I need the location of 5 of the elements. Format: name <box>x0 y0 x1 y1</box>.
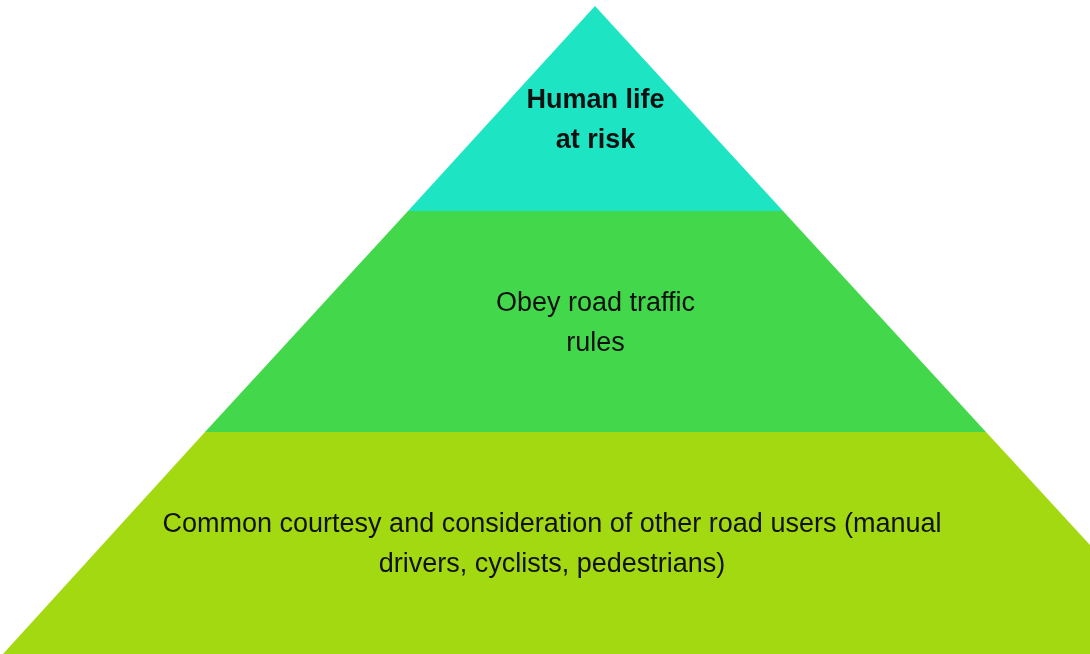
tier-label: Human life at risk <box>525 82 666 156</box>
pyramid-tier <box>0 432 1090 654</box>
pyramid-tier <box>205 211 986 432</box>
tier-label: Obey road traffic rules <box>495 285 696 359</box>
tier-label: Common courtesy and consideration of other road users (manual drivers, cyclists, pedestrians) <box>161 507 943 580</box>
